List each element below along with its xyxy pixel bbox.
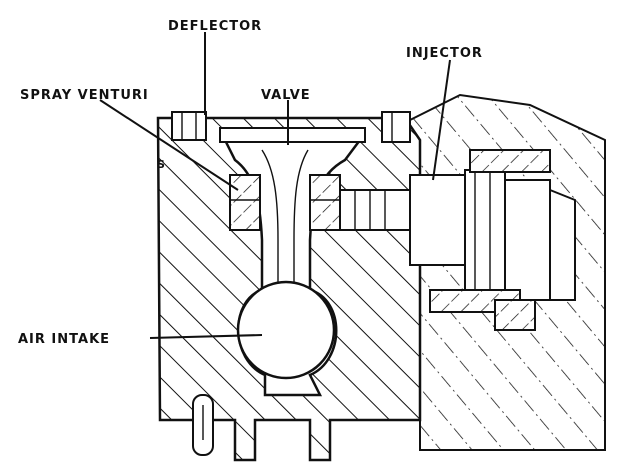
label-spray-venturi: SPRAY VENTURI bbox=[20, 88, 149, 103]
bottom-pin bbox=[192, 394, 214, 456]
corner-mark: S bbox=[157, 158, 166, 171]
injector-assembly bbox=[339, 149, 576, 331]
air-chamber-ball bbox=[236, 280, 336, 380]
label-valve: VALVE bbox=[261, 88, 311, 103]
leader-lines bbox=[99, 32, 451, 339]
label-air-intake: AIR INTAKE bbox=[18, 332, 110, 347]
label-deflector: DEFLECTOR bbox=[168, 19, 262, 34]
label-injector: INJECTOR bbox=[406, 46, 483, 61]
deflector-bolts bbox=[171, 111, 411, 143]
valve-cavity bbox=[160, 117, 405, 397]
